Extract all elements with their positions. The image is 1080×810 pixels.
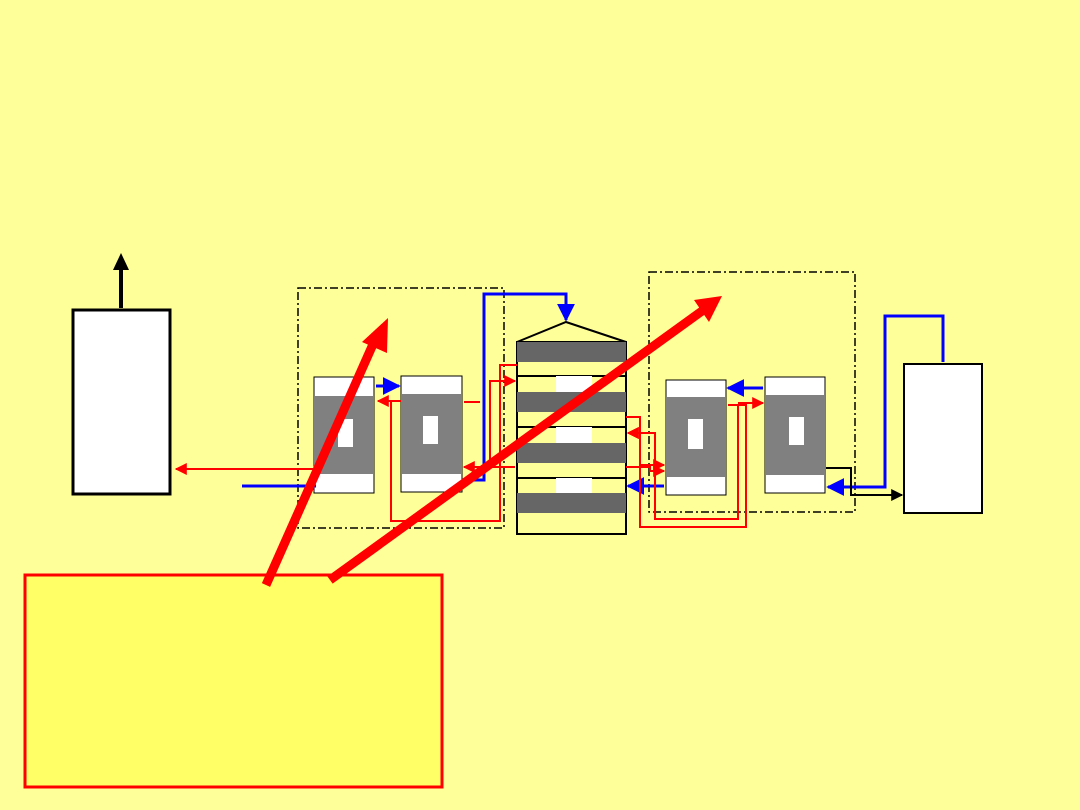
heat-exchanger-3 — [665, 379, 727, 496]
outlet-line — [826, 467, 904, 501]
arrow-icon — [261, 318, 388, 587]
callout-text — [26, 576, 440, 786]
right-vessel — [903, 363, 983, 514]
callout-box — [23, 573, 444, 789]
arrow-up-icon — [113, 253, 129, 308]
heat-exchanger-1 — [313, 376, 375, 494]
arrow-icon — [327, 296, 722, 584]
cold-stream-lines — [242, 292, 945, 496]
heat-exchanger-2 — [400, 375, 463, 493]
heat-exchanger-4 — [764, 376, 826, 494]
hot-stream-lines — [174, 364, 765, 528]
right-exchanger-group — [648, 271, 856, 513]
left-vessel — [71, 308, 172, 496]
